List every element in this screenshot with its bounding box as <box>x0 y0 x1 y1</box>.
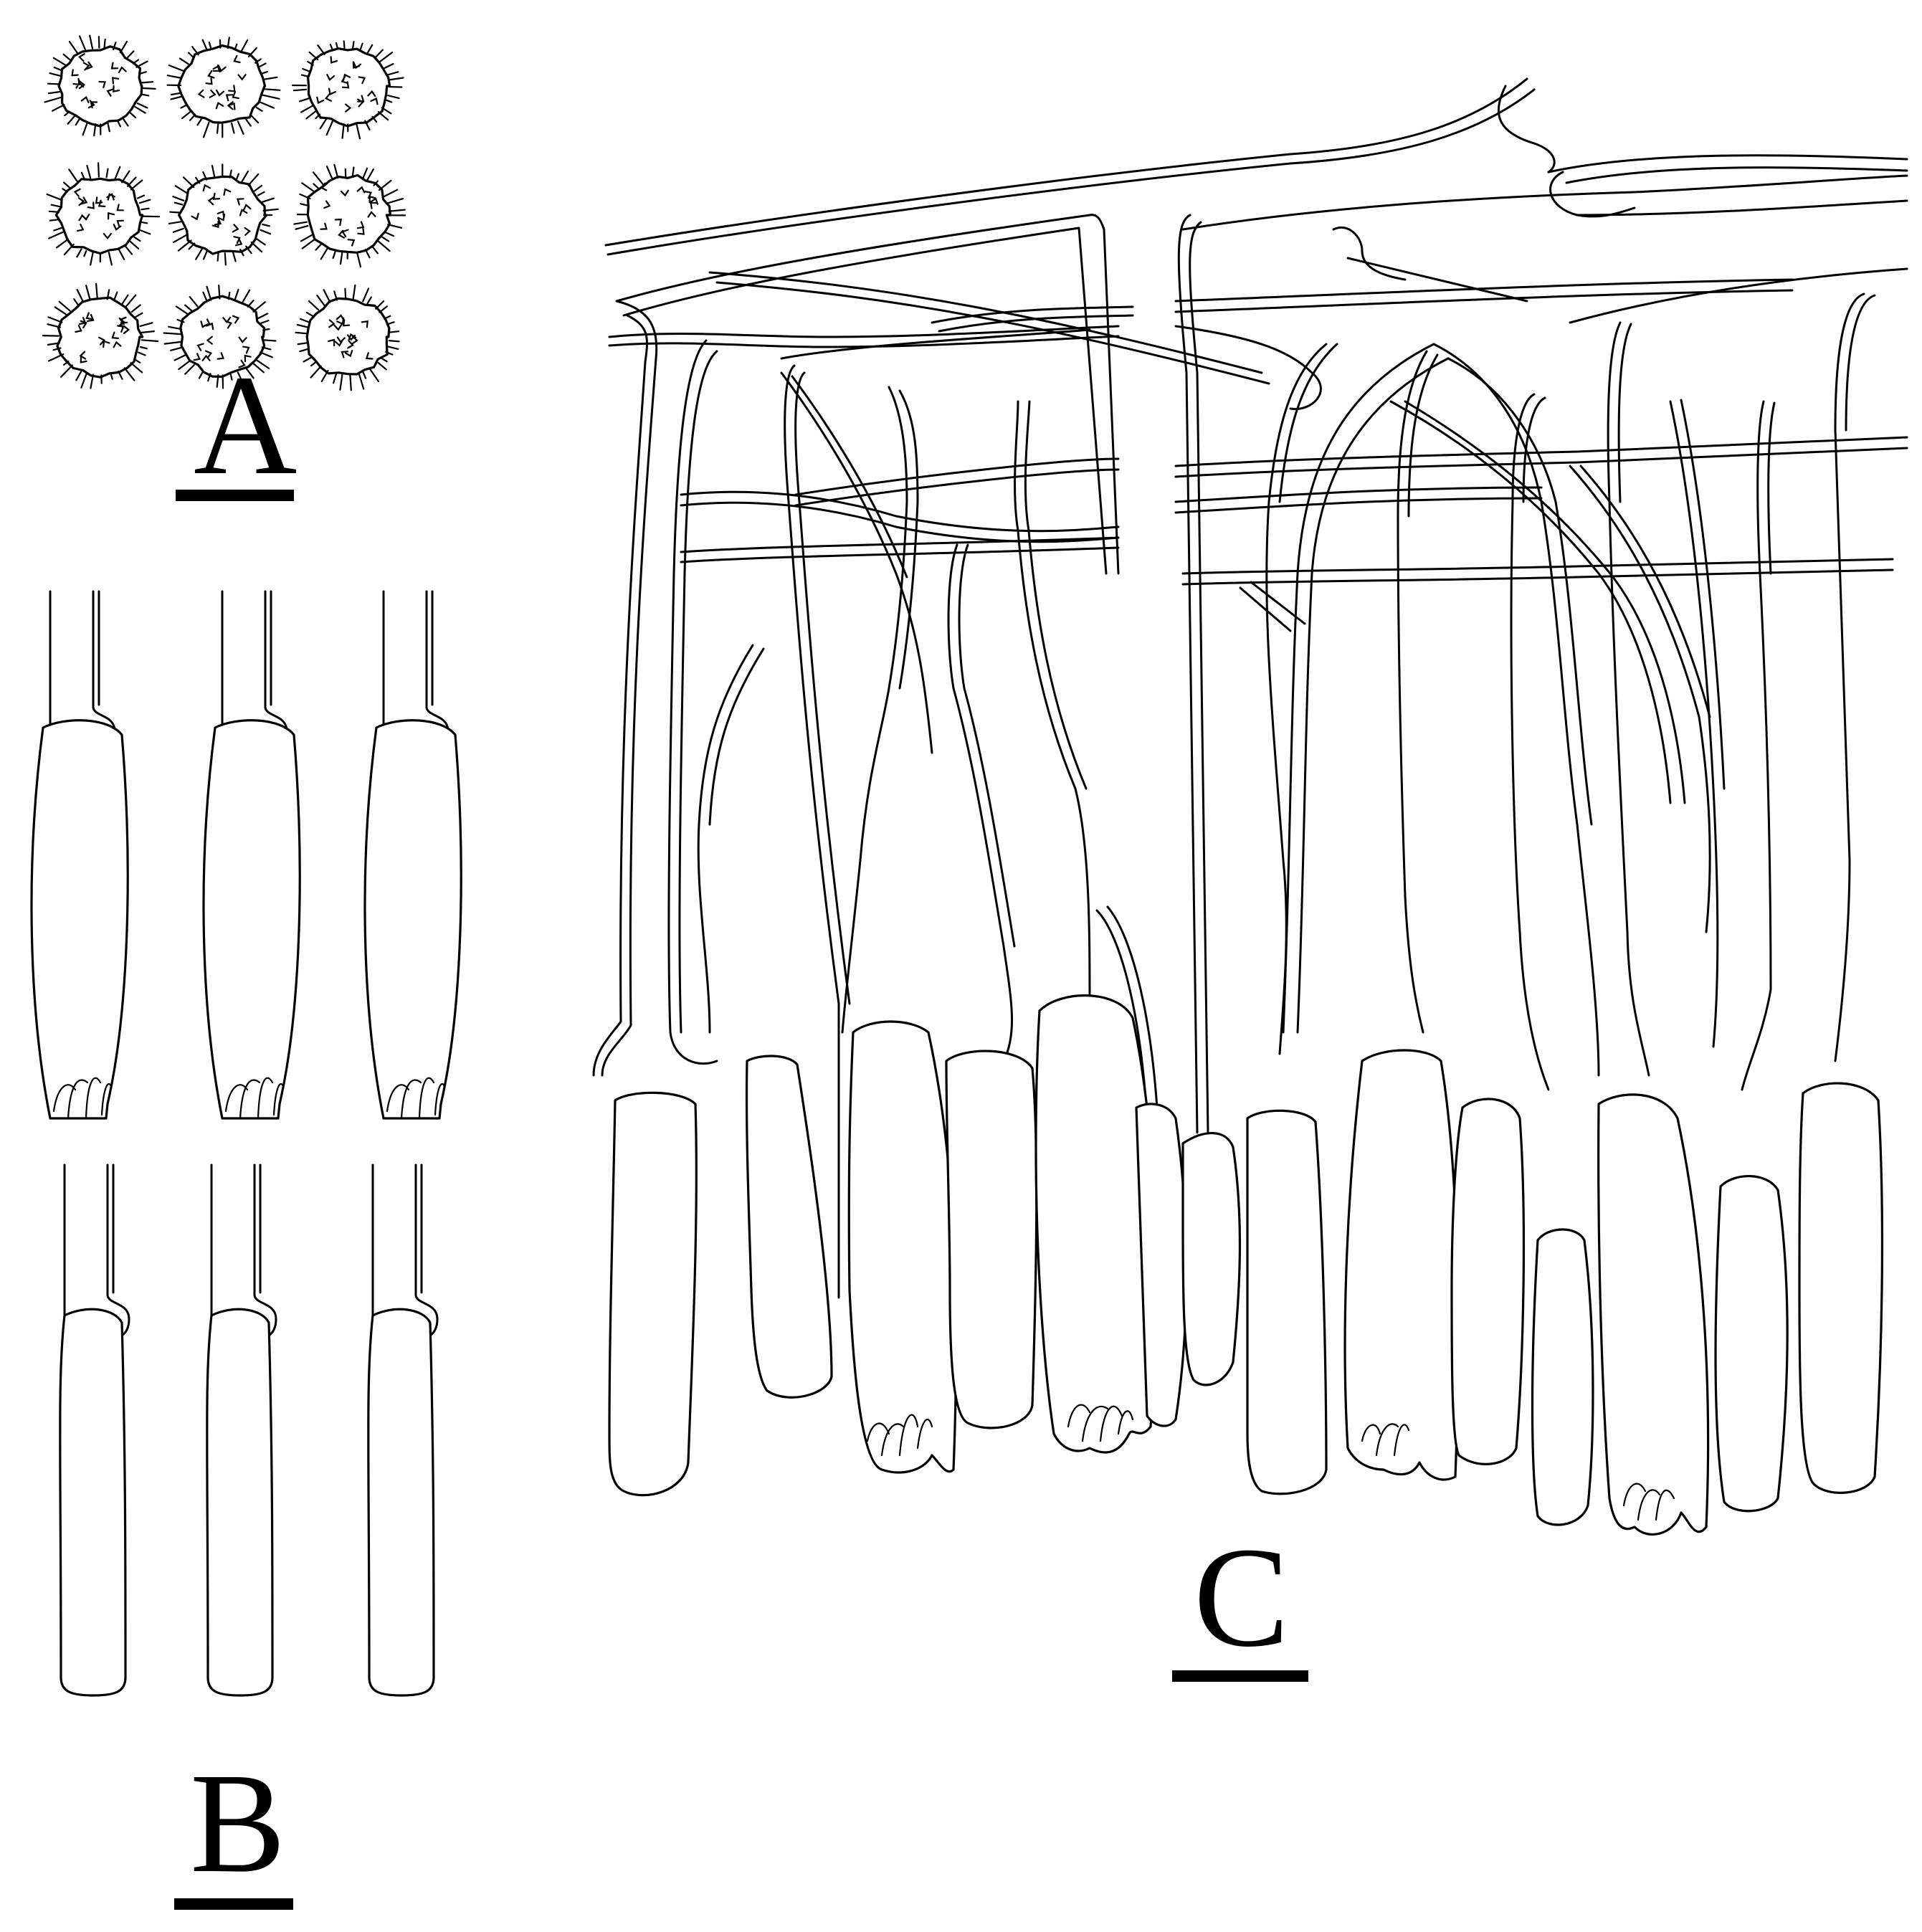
spore <box>168 163 279 266</box>
panel-c-hymenium <box>592 77 1908 1536</box>
spore <box>293 163 406 268</box>
basidiole <box>367 1164 439 1697</box>
panel-b-label: B <box>190 1744 285 1903</box>
spore <box>163 285 277 389</box>
basidium <box>363 590 462 1120</box>
spore <box>42 282 159 389</box>
panel-b-basidia <box>30 590 462 1697</box>
basidium <box>202 590 301 1120</box>
subhymenial-hyphae <box>604 77 1908 1134</box>
panel-c-label: C <box>1194 1518 1289 1677</box>
panel-a-label: A <box>194 346 297 505</box>
basidium <box>30 590 129 1120</box>
spore <box>292 40 404 140</box>
panel-a-scale-bar <box>176 490 294 501</box>
spore <box>166 37 281 138</box>
spore <box>44 34 156 137</box>
arched-hyphae <box>697 343 1711 1077</box>
panel-b-scale-bar <box>174 1898 293 1910</box>
spore <box>46 162 160 266</box>
spore <box>295 284 400 391</box>
hymenium-cells <box>608 994 1884 1536</box>
panel-a-spores <box>42 34 406 391</box>
panel-c-scale-bar <box>1172 1670 1308 1682</box>
basidiole <box>59 1164 130 1697</box>
basidiole <box>206 1164 277 1697</box>
descending-hyphae <box>592 292 1876 1299</box>
